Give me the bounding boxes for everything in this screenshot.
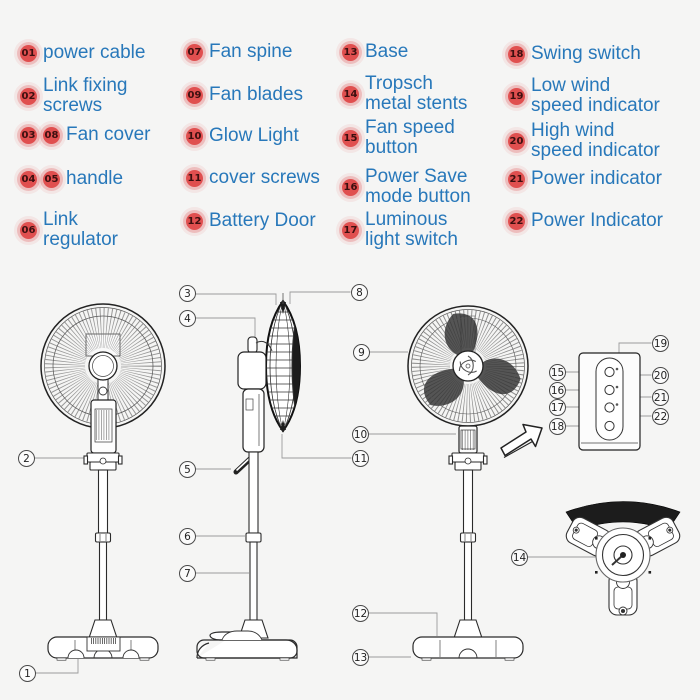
callout-18: 18: [549, 418, 566, 435]
legend-badge: 01: [20, 44, 37, 62]
legend-badge: 04: [20, 170, 37, 188]
legend-item: 09 Fan blades: [186, 85, 303, 105]
legend-label: handle: [66, 168, 124, 189]
legend-label: Swing switch: [531, 43, 641, 64]
legend-label: Power Save mode button: [365, 166, 471, 207]
callout-12: 12: [352, 605, 369, 622]
callout-2: 2: [18, 450, 35, 467]
legend-label: High wind speed indicator: [531, 120, 660, 161]
legend-item: 16 Power Save mode button: [342, 167, 471, 207]
legend-badge: 20: [508, 132, 525, 150]
legend-badge: 11: [186, 169, 203, 187]
callout-6: 6: [179, 528, 196, 545]
callout-1: 1: [19, 665, 36, 682]
direction-arrow: [500, 423, 543, 458]
legend-badge: 05: [43, 170, 60, 188]
legend-label: Glow Light: [209, 125, 299, 146]
legend-badge: 19: [508, 87, 525, 105]
legend-item: 01 power cable: [20, 43, 145, 63]
legend-item: 11 cover screws: [186, 168, 320, 188]
legend-label: cover screws: [209, 167, 320, 188]
legend-label: Power Indicator: [531, 210, 664, 231]
indicator-led: [615, 367, 619, 371]
callout-13: 13: [352, 649, 369, 666]
callout-20: 20: [652, 367, 669, 384]
control-panel-detail: [578, 352, 641, 451]
legend-badge: 08: [43, 126, 60, 144]
callout-8: 8: [351, 284, 368, 301]
callout-4: 4: [179, 310, 196, 327]
fan-speed-button: [604, 366, 615, 378]
callout-3: 3: [179, 285, 196, 302]
legend-label: power cable: [43, 42, 146, 63]
legend-item: 03 08 Fan cover: [20, 125, 150, 145]
legend-label: Low wind speed indicator: [531, 75, 660, 116]
luminous-light-button: [604, 402, 615, 413]
fan-side-view: [196, 293, 302, 661]
callout-14: 14: [511, 549, 528, 566]
legend-item: 02 Link fixing screws: [20, 76, 128, 116]
power-save-button: [604, 384, 615, 396]
legend-badge: 18: [508, 45, 525, 63]
legend-label: Luminous light switch: [365, 209, 458, 250]
leader-lines: [34, 291, 652, 674]
legend-badge: 02: [20, 87, 37, 105]
legend-badge: 09: [186, 86, 203, 104]
legend-label: Link regulator: [43, 209, 118, 250]
legend-badge: 22: [508, 212, 525, 230]
legend-badge: 06: [20, 221, 37, 239]
legend-label: Battery Door: [209, 210, 316, 231]
callout-17: 17: [549, 399, 566, 416]
legend-badge: 03: [20, 126, 37, 144]
legend-item: 17 Luminous light switch: [342, 210, 458, 250]
base-bottom-detail: [565, 501, 681, 616]
legend-badge: 17: [342, 221, 359, 239]
legend-label: Fan spine: [209, 41, 293, 62]
legend-item: 07 Fan spine: [186, 42, 292, 62]
legend-item: 20 High wind speed indicator: [508, 121, 660, 161]
legend-item: 19 Low wind speed indicator: [508, 76, 660, 116]
legend-item: 06 Link regulator: [20, 210, 118, 250]
callout-15: 15: [549, 364, 566, 381]
legend-label: Fan cover: [66, 124, 151, 145]
legend-item: 12 Battery Door: [186, 211, 316, 231]
swing-button: [604, 420, 615, 432]
legend-item: 10 Glow Light: [186, 126, 299, 146]
legend-badge: 13: [342, 43, 359, 61]
callout-7: 7: [179, 565, 196, 582]
legend-badge: 16: [342, 178, 359, 196]
legend-badge: 12: [186, 212, 203, 230]
callout-22: 22: [652, 408, 669, 425]
legend-badge: 14: [342, 85, 359, 103]
legend-badge: 21: [508, 170, 525, 188]
indicator-led: [615, 385, 619, 389]
callout-16: 16: [549, 382, 566, 399]
legend-item: 15 Fan speed button: [342, 118, 455, 158]
fan-front-view: [40, 303, 166, 661]
legend-item: 22 Power Indicator: [508, 211, 663, 231]
legend-item: 13 Base: [342, 42, 408, 62]
legend-badge: 07: [186, 43, 203, 61]
callout-19: 19: [652, 335, 669, 352]
legend-label: Tropsch metal stents: [365, 73, 468, 114]
legend-item: 14 Tropsch metal stents: [342, 74, 467, 114]
callout-21: 21: [652, 389, 669, 406]
callout-5: 5: [179, 461, 196, 478]
legend-item: 18 Swing switch: [508, 44, 641, 64]
legend-badge: 15: [342, 129, 359, 147]
fan-front-blades-view: [407, 305, 529, 661]
legend-item: 21 Power indicator: [508, 169, 662, 189]
legend-label: Fan speed button: [365, 117, 455, 158]
callout-11: 11: [352, 450, 369, 467]
fan-diagram-artwork: [34, 291, 681, 674]
legend-label: Base: [365, 41, 409, 62]
legend-label: Fan blades: [209, 84, 304, 105]
callout-9: 9: [353, 344, 370, 361]
legend-badge: 10: [186, 127, 203, 145]
legend-item: 04 05 handle: [20, 169, 123, 189]
legend-label: Power indicator: [531, 168, 662, 189]
legend-label: Link fixing screws: [43, 75, 128, 116]
callout-10: 10: [352, 426, 369, 443]
indicator-led: [615, 403, 619, 406]
